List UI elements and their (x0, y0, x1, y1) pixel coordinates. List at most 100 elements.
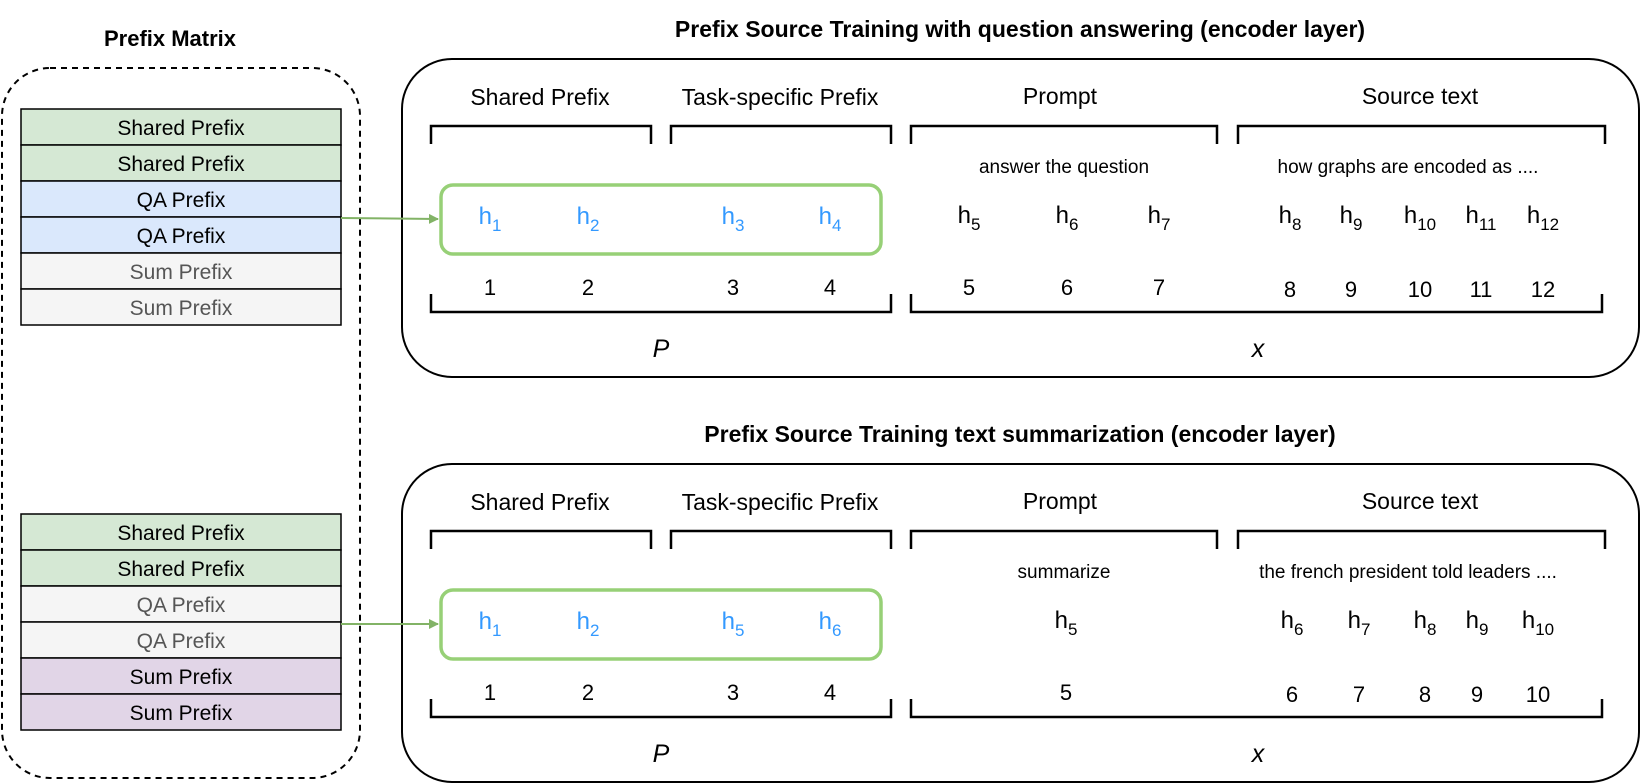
token-subscript: 3 (735, 216, 744, 235)
prefix-token-box (439, 183, 883, 256)
token-subscript: 9 (1479, 620, 1488, 639)
prefix-token: h1 (479, 203, 502, 235)
source-position: 11 (1470, 277, 1493, 302)
prefix-token: h3 (722, 203, 745, 235)
prefix-matrix-row (20, 180, 342, 218)
prefix-matrix-row-label: QA Prefix (137, 630, 226, 653)
token-subscript: 8 (1427, 620, 1436, 639)
token-subscript: 2 (590, 621, 599, 640)
bracket-source-top (1236, 124, 1607, 144)
token-base: h (1522, 607, 1535, 634)
source-position: 7 (1353, 682, 1365, 707)
bracket-prompt-top (909, 124, 1219, 144)
token-base: h (819, 608, 832, 635)
prefix-token: h4 (819, 203, 842, 235)
header-shared-prefix: Shared Prefix (470, 489, 610, 515)
token-subscript: 9 (1353, 215, 1362, 234)
prefix-matrix-row (20, 657, 342, 695)
token-subscript: 8 (1292, 215, 1301, 234)
prompt-position: 7 (1153, 275, 1165, 300)
token-subscript: 6 (832, 621, 841, 640)
token-base: h (1148, 202, 1161, 229)
token-base: h (479, 203, 492, 230)
token-subscript: 6 (1294, 620, 1303, 639)
prefix-position: 4 (824, 275, 836, 300)
prefix-matrix-row (20, 621, 342, 659)
token-base: h (577, 608, 590, 635)
source-token: h10 (1522, 607, 1554, 639)
source-position: 10 (1526, 682, 1550, 707)
prefix-position: 3 (727, 680, 739, 705)
prompt-position: 6 (1061, 275, 1073, 300)
prefix-matrix-row (20, 693, 342, 731)
source-token: h12 (1527, 202, 1559, 234)
prefix-position: 1 (484, 275, 496, 300)
source-token: h8 (1279, 202, 1302, 234)
header-source-text: Source text (1362, 83, 1479, 109)
source-token: h11 (1465, 202, 1496, 234)
token-base: h (1056, 202, 1069, 229)
token-base: h (1279, 202, 1292, 229)
prefix-matrix-row (20, 585, 342, 623)
token-base: h (1466, 607, 1479, 634)
input-label-x: x (1251, 335, 1266, 363)
bracket-shared-top (429, 124, 653, 144)
prompt-token: h5 (1055, 607, 1078, 639)
prefix-position: 2 (582, 680, 594, 705)
prefix-matrix-row-label: QA Prefix (137, 189, 226, 212)
token-base: h (1465, 202, 1478, 229)
prefix-token: h6 (819, 608, 842, 640)
source-text: how graphs are encoded as .... (1278, 157, 1539, 178)
token-subscript: 10 (1417, 215, 1436, 234)
prompt-token: h7 (1148, 202, 1171, 234)
bracket-task-top (669, 529, 893, 549)
token-subscript: 11 (1479, 215, 1497, 234)
prefix-matrix-row-label: Sum Prefix (130, 297, 233, 320)
source-position: 8 (1284, 277, 1296, 302)
prompt-position: 5 (1060, 680, 1072, 705)
prefix-position: 2 (582, 275, 594, 300)
header-task-specific-prefix: Task-specific Prefix (682, 84, 879, 110)
token-subscript: 7 (1161, 215, 1170, 234)
panel-title: Prefix Source Training text summarizatio… (704, 421, 1335, 447)
prefix-label-p: P (653, 740, 670, 768)
source-token: h8 (1414, 607, 1437, 639)
token-subscript: 1 (492, 621, 501, 640)
token-base: h (819, 203, 832, 230)
prefix-label-p: P (653, 335, 670, 363)
token-subscript: 5 (735, 621, 744, 640)
source-token: h9 (1340, 202, 1363, 234)
header-prompt: Prompt (1023, 83, 1098, 109)
token-subscript: 7 (1361, 620, 1370, 639)
token-subscript: 1 (492, 216, 501, 235)
prefix-matrix-row-label: Sum Prefix (130, 261, 233, 284)
token-base: h (479, 608, 492, 635)
header-task-specific-prefix: Task-specific Prefix (682, 489, 879, 515)
prefix-matrix-row (20, 288, 342, 326)
prefix-matrix-row-label: Shared Prefix (117, 522, 245, 545)
token-subscript: 5 (971, 215, 980, 234)
bracket-prefix-bottom (429, 294, 893, 314)
prefix-token: h2 (577, 203, 600, 235)
prefix-matrix-row-label: Sum Prefix (130, 702, 233, 725)
panel-title: Prefix Source Training with question ans… (675, 16, 1365, 42)
prefix-matrix-row-label: Shared Prefix (117, 558, 245, 581)
bracket-prefix-bottom (429, 699, 893, 719)
source-token: h7 (1348, 607, 1371, 639)
prefix-token-box (439, 588, 883, 661)
prefix-position: 3 (727, 275, 739, 300)
token-subscript: 6 (1069, 215, 1078, 234)
panel-question-answering: Prefix Source Training with question ans… (401, 16, 1640, 378)
token-base: h (1055, 607, 1068, 634)
header-source-text: Source text (1362, 488, 1479, 514)
arrow-top (340, 213, 439, 224)
bracket-x-bottom (909, 294, 1604, 314)
prefix-matrix-title: Prefix Matrix (104, 26, 237, 51)
source-position: 12 (1531, 277, 1555, 302)
prefix-token: h2 (577, 608, 600, 640)
prompt-token: h6 (1056, 202, 1079, 234)
source-position: 10 (1408, 277, 1432, 302)
